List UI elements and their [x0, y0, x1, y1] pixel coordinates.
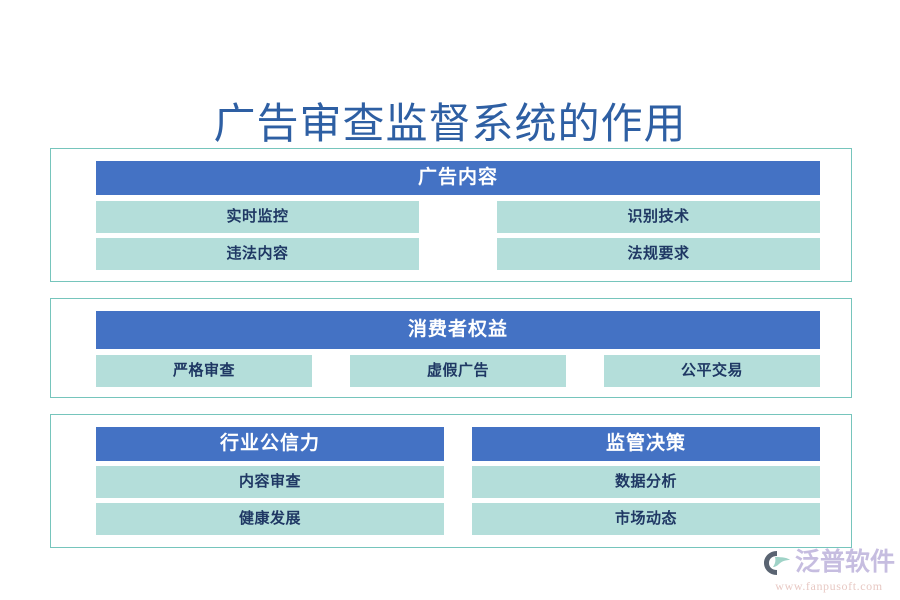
section-consumer-rights: 消费者权益 严格审查 虚假广告 公平交易 [50, 298, 852, 398]
swoosh-circle-icon [762, 549, 792, 577]
item-box[interactable]: 实时监控 [96, 201, 419, 233]
column-right: 识别技术 法规要求 [497, 201, 820, 271]
item-box[interactable]: 市场动态 [472, 503, 820, 535]
item-box[interactable]: 违法内容 [96, 238, 419, 270]
section-header-advertising-content: 广告内容 [96, 161, 820, 195]
column-left: 实时监控 违法内容 [96, 201, 419, 271]
section-item-row: 严格审查 虚假广告 公平交易 [96, 355, 820, 387]
brand-logo-row: 泛普软件 [762, 548, 896, 578]
brand-logo: 泛普软件 www.fanpusoft.com [762, 548, 896, 594]
group-regulatory-decision: 监管决策 数据分析 市场动态 [472, 427, 820, 535]
section-columns: 行业公信力 内容审查 健康发展 监管决策 数据分析 市场动态 [96, 427, 820, 535]
item-box[interactable]: 虚假广告 [350, 355, 566, 387]
section-columns: 实时监控 违法内容 识别技术 法规要求 [96, 201, 820, 271]
item-box[interactable]: 识别技术 [497, 201, 820, 233]
group-header-industry-credibility: 行业公信力 [96, 427, 444, 461]
item-box[interactable]: 法规要求 [497, 238, 820, 270]
brand-url: www.fanpusoft.com [775, 579, 883, 593]
brand-name: 泛普软件 [795, 549, 896, 576]
item-box[interactable]: 公平交易 [604, 355, 820, 387]
section-industry-and-regulation: 行业公信力 内容审查 健康发展 监管决策 数据分析 市场动态 [50, 414, 852, 548]
page-title: 广告审查监督系统的作用 [213, 102, 687, 148]
section-advertising-content: 广告内容 实时监控 违法内容 识别技术 法规要求 [50, 148, 852, 282]
item-box[interactable]: 内容审查 [96, 466, 444, 498]
item-box[interactable]: 严格审查 [96, 355, 312, 387]
group-header-regulatory-decision: 监管决策 [472, 427, 820, 461]
section-header-consumer-rights: 消费者权益 [96, 311, 820, 349]
group-industry-credibility: 行业公信力 内容审查 健康发展 [96, 427, 444, 535]
item-box[interactable]: 数据分析 [472, 466, 820, 498]
item-box[interactable]: 健康发展 [96, 503, 444, 535]
